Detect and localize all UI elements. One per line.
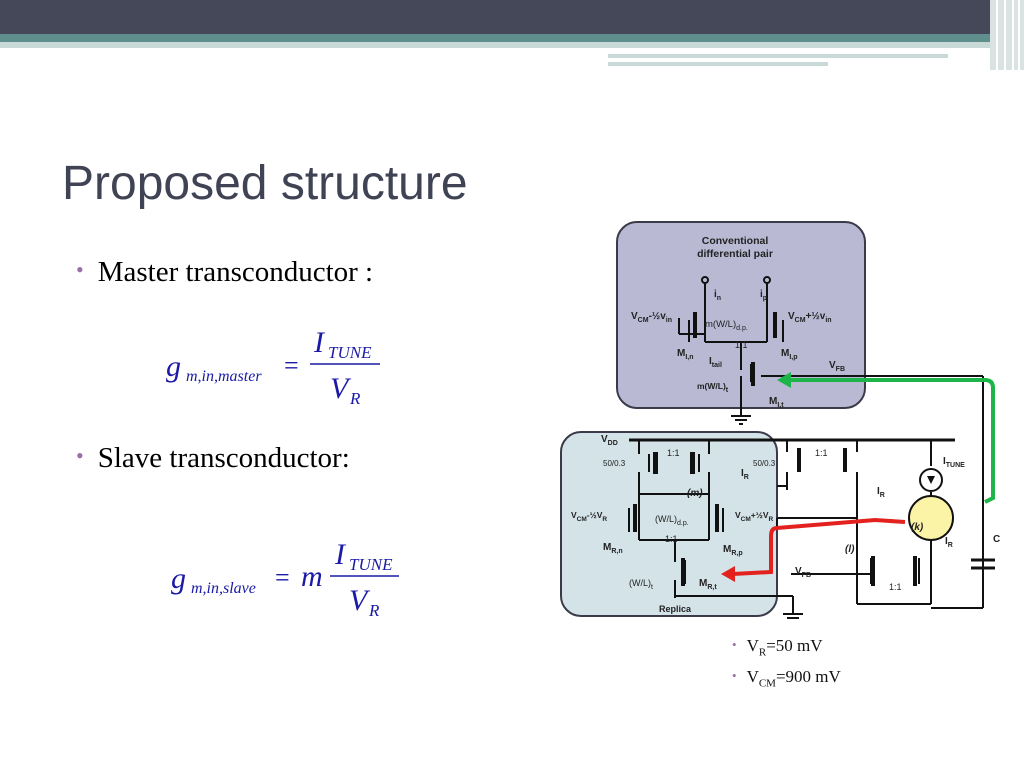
svg-text:IR: IR <box>945 536 953 549</box>
bullet-slave-text: Slave transconductor: <box>97 442 350 474</box>
svg-text:ip: ip <box>760 289 767 302</box>
note-vr: •VR=50 mV <box>732 636 823 659</box>
header-corner-decoration <box>990 0 1024 70</box>
eq-master-den-sub: R <box>349 389 361 408</box>
green-feedback-arrow <box>777 372 791 388</box>
eq-slave-num-sub: TUNE <box>349 555 393 574</box>
svg-text:IR: IR <box>877 486 885 499</box>
green-feedback-path <box>783 378 995 504</box>
bullet-slave: • Slave transconductor: <box>76 442 350 475</box>
eq-master-num: I <box>313 326 326 359</box>
slide-title: Proposed structure <box>62 157 468 210</box>
eq-master-g: g <box>166 350 181 383</box>
svg-text:(m): (m) <box>687 488 703 499</box>
svg-text:(k): (k) <box>911 522 924 533</box>
svg-text:m(W/L)d.p.: m(W/L)d.p. <box>705 319 748 332</box>
svg-text:1:1: 1:1 <box>815 448 828 458</box>
replica-label: Replica <box>659 604 692 614</box>
svg-text:m(W/L)t: m(W/L)t <box>697 381 729 394</box>
circuit-schematic: Conventional differential pair Replica <box>560 221 1000 619</box>
eq-slave-den-sub: R <box>368 601 380 620</box>
bullet-dot-icon: • <box>732 637 737 652</box>
eq-master-equals: = <box>284 351 299 380</box>
svg-text:VCM+½VR: VCM+½VR <box>735 510 774 523</box>
svg-text:in: in <box>714 289 721 302</box>
header-accent-stripe <box>0 42 1024 48</box>
eq-slave-num: I <box>334 538 347 571</box>
svg-text:MI,n: MI,n <box>677 348 694 361</box>
svg-text:1:1: 1:1 <box>735 340 748 350</box>
svg-text:VFB: VFB <box>829 360 845 373</box>
header-accent-line-short <box>608 62 828 66</box>
svg-text:1:1: 1:1 <box>889 582 902 592</box>
note-vcm: •VCM=900 mV <box>732 667 841 690</box>
eq-slave-den: V <box>349 584 371 617</box>
svg-text:MI,t: MI,t <box>769 396 784 409</box>
eq-master-num-sub: TUNE <box>328 343 372 362</box>
bullet-dot-icon: • <box>76 257 84 282</box>
svg-text:1:1: 1:1 <box>665 534 678 544</box>
bullet-dot-icon: • <box>732 668 737 684</box>
svg-text:(W/L)d.p.: (W/L)d.p. <box>655 514 689 527</box>
eq-master-den: V <box>330 372 352 405</box>
svg-text:VDD: VDD <box>601 434 618 447</box>
svg-text:VCM-½VR: VCM-½VR <box>571 510 607 523</box>
eq-slave-g: g <box>171 562 186 595</box>
transistor-symbols <box>633 312 935 586</box>
svg-text:VCM-½vin: VCM-½vin <box>631 311 672 324</box>
svg-text:VCM+½vin: VCM+½vin <box>788 311 832 324</box>
svg-text:MI,p: MI,p <box>781 348 798 361</box>
header-accent-line <box>608 54 948 58</box>
svg-text:(l): (l) <box>845 544 855 555</box>
bullet-master-text: Master transconductor : <box>97 256 374 288</box>
svg-text:Itail: Itail <box>709 356 722 369</box>
svg-text:VFB: VFB <box>795 566 811 579</box>
replica-box <box>560 431 778 617</box>
top-box-labels: in ip VCM-½vin VCM+½vin m(W/L)d.p. 1:1 M… <box>631 289 845 409</box>
k-current-source <box>908 495 954 541</box>
svg-text:MR,t: MR,t <box>699 578 717 591</box>
svg-text:IR: IR <box>741 468 749 481</box>
svg-text:50/0.3: 50/0.3 <box>753 459 776 468</box>
svg-text:C: C <box>993 534 1000 545</box>
header-accent-bar <box>0 34 1024 42</box>
svg-text:MR,p: MR,p <box>723 544 743 557</box>
svg-text:1:1: 1:1 <box>667 448 680 458</box>
svg-text:50/0.3: 50/0.3 <box>603 459 626 468</box>
bullet-dot-icon: • <box>76 443 84 468</box>
equation-slave: g m,in,slave = m I TUNE V R <box>171 538 399 620</box>
eq-slave-m: m <box>301 560 323 593</box>
red-feedback-path <box>732 517 906 576</box>
svg-text:(W/L)t: (W/L)t <box>629 578 653 591</box>
top-box-title-line2: differential pair <box>697 248 773 260</box>
header-bar <box>0 0 1024 34</box>
equation-master: g m,in,master = I TUNE V R <box>166 326 380 408</box>
circuit-wires <box>628 276 995 619</box>
parameter-notes: •VR=50 mV •VCM=900 mV <box>732 636 841 699</box>
svg-text:MR,n: MR,n <box>603 542 623 555</box>
replica-labels: VDD 1:1 50/0.3 50/0.3 1:1 IR (m) ITUNE I… <box>571 434 1000 592</box>
bullet-master: • Master transconductor : <box>76 256 373 289</box>
eq-master-sub: m,in,master <box>186 368 262 385</box>
eq-slave-sub: m,in,slave <box>191 580 256 597</box>
top-box-title-line1: Conventional <box>702 235 769 247</box>
svg-text:ITUNE: ITUNE <box>943 456 965 469</box>
eq-slave-equals: = <box>275 563 290 592</box>
red-feedback-arrow <box>721 566 735 582</box>
